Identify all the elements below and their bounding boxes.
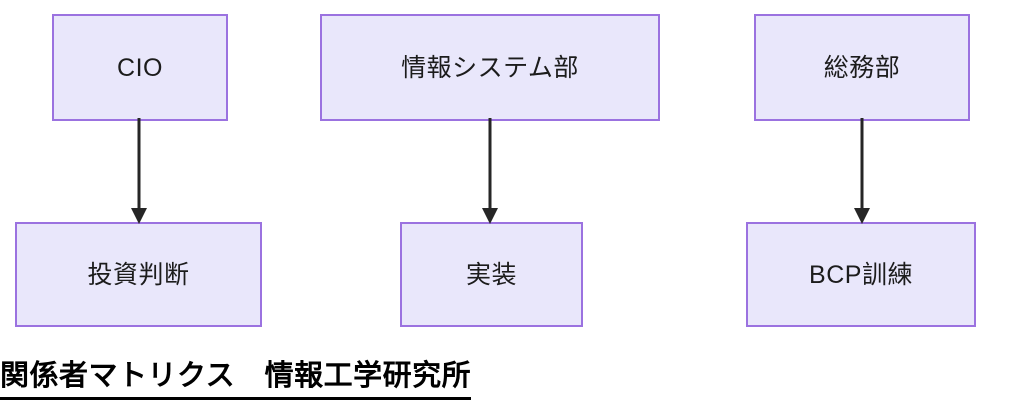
node-implementation-label: 実装 [465, 260, 517, 289]
diagram-caption: 関係者マトリクス 情報工学研究所 [0, 357, 520, 401]
node-general-affairs-dept[interactable]: 総務部 [754, 14, 970, 121]
node-bcp-training-label: BCP訓練 [809, 260, 913, 289]
node-implementation[interactable]: 実装 [400, 222, 583, 327]
node-information-systems-dept[interactable]: 情報システム部 [320, 14, 660, 121]
arrow-information-systems-to-implementation [477, 118, 503, 226]
node-investment-decision-label: 投資判断 [87, 260, 190, 289]
diagram-caption-text: 関係者マトリクス 情報工学研究所 [0, 358, 472, 400]
arrow-general-affairs-to-bcp-training [849, 118, 875, 226]
arrow-cio-to-investment-decision [126, 118, 152, 226]
node-investment-decision[interactable]: 投資判断 [15, 222, 262, 327]
node-information-systems-dept-label: 情報システム部 [401, 53, 579, 82]
node-cio[interactable]: CIO [52, 14, 228, 121]
node-cio-label: CIO [117, 53, 163, 82]
node-general-affairs-dept-label: 総務部 [823, 53, 901, 82]
node-bcp-training[interactable]: BCP訓練 [746, 222, 976, 327]
